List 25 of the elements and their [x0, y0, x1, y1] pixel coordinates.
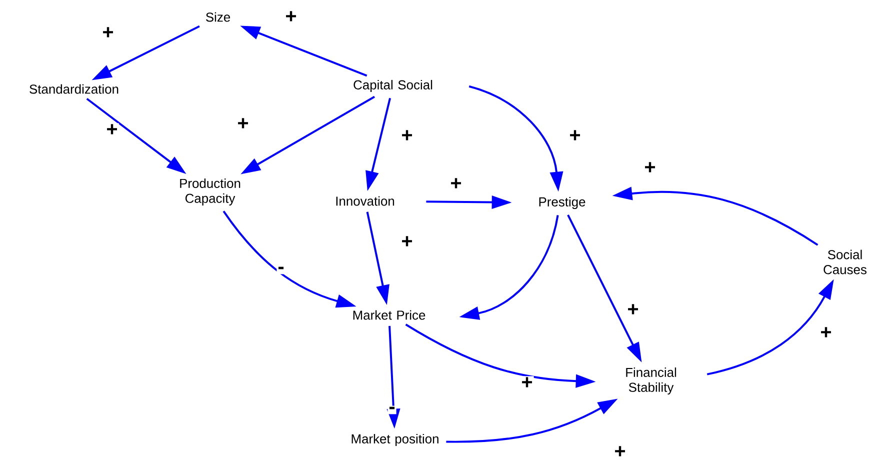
node-label: Size	[206, 12, 230, 22]
node-label: Innovation	[336, 196, 394, 206]
node-label: Financial Stability	[626, 367, 676, 394]
polarity-sign: +	[101, 26, 115, 40]
node-label: Standardization	[30, 84, 118, 94]
polarity-sign: +	[105, 123, 119, 137]
node-label: Social Causes	[824, 250, 866, 274]
polarity-sign: +	[449, 177, 463, 191]
polarity-sign: +	[400, 129, 414, 143]
polarity-sign: +	[236, 117, 250, 131]
polarity-sign: +	[568, 129, 582, 143]
node-label: Market Price	[353, 310, 426, 320]
node-label: Capital Social	[354, 80, 432, 92]
polarity-sign: +	[626, 303, 640, 317]
node-label: Market position	[352, 434, 438, 446]
polarity-sign: +	[613, 445, 627, 459]
polarity-sign: +	[400, 235, 414, 249]
polarity-sign: +	[520, 376, 534, 390]
polarity-sign: +	[643, 161, 657, 175]
node-label: Prestige	[539, 196, 586, 210]
polarity-sign: -	[388, 406, 396, 414]
polarity-sign: +	[819, 326, 833, 340]
polarity-sign: +	[284, 10, 298, 24]
polarity-sign: -	[276, 266, 286, 274]
node-label: Production Capacity	[180, 178, 240, 206]
